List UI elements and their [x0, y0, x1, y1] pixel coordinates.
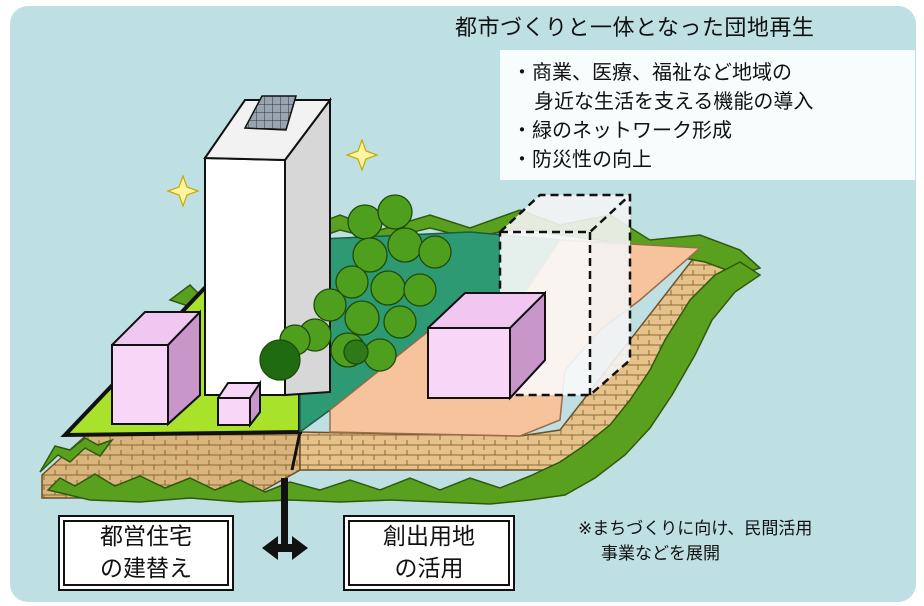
tree-cluster	[259, 194, 452, 381]
sparkle-icon	[166, 174, 200, 208]
solar-panel-icon	[243, 95, 298, 131]
hedge-left	[39, 437, 115, 473]
plot-divider-line	[290, 431, 302, 471]
label-rebuild-line2: の建替え	[100, 556, 192, 582]
footnote-line2: 事業などを展開	[601, 544, 720, 564]
benefit-list: ・商業、医療、福祉など地域の 身近な生活を支える機能の導入 ・緑のネットワーク形…	[512, 58, 813, 174]
label-rebuild-line1: 都営住宅	[100, 524, 192, 550]
benefit-item-disaster-prevention: ・防災性の向上	[512, 147, 652, 171]
bullet-box-background	[500, 50, 915, 180]
label-land-line1: 創出用地	[383, 524, 475, 550]
benefit-item-green-network: ・緑のネットワーク形成	[512, 118, 732, 142]
double-arrow-icon	[262, 478, 308, 560]
benefit-item-facilities: ・商業、医療、福祉など地域の	[512, 60, 792, 84]
sparkle-icon	[345, 138, 379, 172]
footnote-line1: ※まちづくりに向け、民間活用	[578, 519, 813, 539]
hedge-front	[46, 261, 762, 505]
footnote: ※まちづくりに向け、民間活用 事業などを展開	[578, 517, 812, 567]
tall-residential-tower	[203, 97, 332, 397]
label-rebuild-public-housing: 都営住宅 の建替え	[58, 515, 234, 591]
label-created-land-use: 創出用地 の活用	[343, 515, 515, 591]
benefit-item-facilities-cont: 身近な生活を支える機能の導入	[534, 89, 814, 113]
pink-low-rise-building	[111, 309, 201, 427]
diagram-title: 都市づくりと一体となった団地再生	[455, 16, 815, 41]
label-land-line2: の活用	[394, 556, 464, 582]
pink-new-facility-building	[427, 290, 546, 401]
small-pink-building	[217, 379, 261, 428]
